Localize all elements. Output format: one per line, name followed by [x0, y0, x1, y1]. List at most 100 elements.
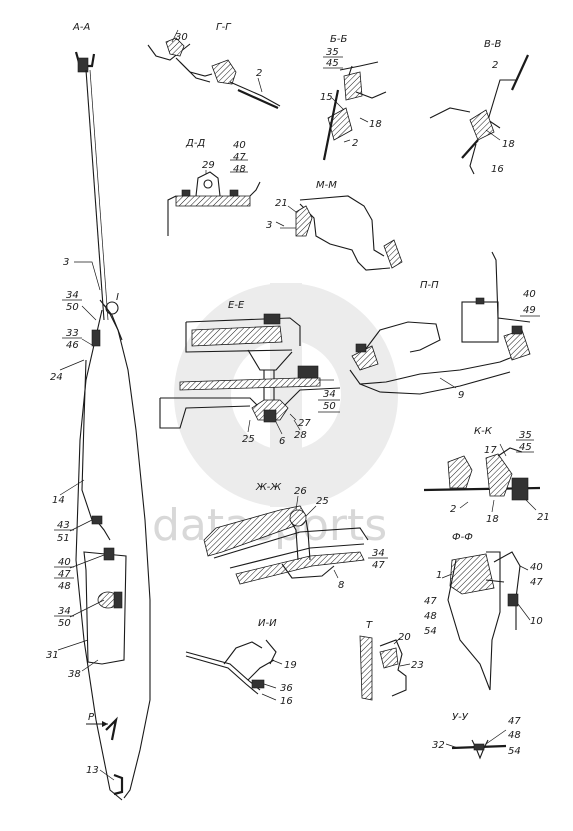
section-uu-label: У-У	[452, 712, 469, 723]
label-29: 29	[202, 160, 215, 171]
label-8: 8	[338, 580, 344, 591]
label-18: 18	[502, 139, 515, 150]
section-pp-label: П-П	[420, 280, 439, 291]
label-47: 47	[372, 560, 385, 571]
section-dd-label: Д-Д	[185, 138, 205, 149]
label-51: 51	[57, 533, 70, 544]
label-40: 40	[58, 557, 71, 568]
label-38: 38	[68, 669, 81, 680]
label-25: 25	[242, 434, 255, 445]
label-15: 15	[320, 92, 333, 103]
view-zhzh: Ж-Ж 26 25 34 47 8	[203, 482, 388, 591]
label-31: 31	[46, 650, 59, 661]
label-28: 28	[294, 430, 307, 441]
label-45: 45	[326, 58, 339, 69]
label-35: 35	[519, 430, 532, 441]
label-47: 47	[58, 569, 71, 580]
section-t-label: Т	[366, 620, 373, 631]
label-13: 13	[86, 765, 99, 776]
label-47: 47	[508, 716, 521, 727]
view-ff: Ф-Ф 1 40 47 47 48 54 10	[424, 532, 543, 691]
label-34: 34	[323, 389, 336, 400]
label-16: 16	[280, 696, 293, 707]
section-bb-label: Б-Б	[330, 34, 347, 45]
label-23: 23	[411, 660, 424, 671]
label-33: 33	[66, 328, 79, 339]
label-2: 2	[450, 504, 456, 515]
label-17: 17	[484, 445, 497, 456]
label-1: 1	[436, 570, 442, 581]
label-50b: 50	[58, 618, 71, 629]
label-3: 3	[266, 220, 272, 231]
section-gg-label: Г-Г	[216, 22, 232, 33]
section-kk-label: К-К	[474, 426, 493, 437]
view-dd: Д-Д 29 40 47 48	[167, 138, 261, 236]
label-50: 50	[323, 401, 336, 412]
label-35: 35	[326, 47, 339, 58]
section-zhzh-label: Ж-Ж	[255, 482, 282, 493]
view-pp: П-П 40 49 9	[349, 251, 540, 401]
label-40: 40	[530, 562, 543, 573]
view-bb: Б-Б 35 45 15 18 2	[320, 34, 387, 161]
label-40: 40	[233, 140, 246, 151]
label-47b: 47	[424, 596, 437, 607]
label-2: 2	[256, 68, 262, 79]
label-34b: 34	[58, 606, 71, 617]
label-47: 47	[530, 577, 543, 588]
view-kk: К-К 17 35 45 2 18 21	[423, 426, 550, 525]
label-48: 48	[233, 164, 246, 175]
view-uu: У-У 32 47 48 54	[432, 712, 521, 760]
label-40: 40	[523, 289, 536, 300]
label-43: 43	[57, 520, 70, 531]
label-2: 2	[492, 60, 498, 71]
label-54: 54	[424, 626, 437, 637]
label-32: 32	[432, 740, 445, 751]
label-27: 27	[298, 418, 311, 429]
label-3: 3	[63, 257, 69, 268]
section-ee-label: Е-Е	[228, 300, 245, 311]
label-10: 10	[530, 616, 543, 627]
view-ii: И-И 19 36 16	[185, 618, 297, 707]
label-45: 45	[519, 442, 532, 453]
section-aa-label: А-А	[72, 22, 90, 33]
label-34: 34	[66, 290, 79, 301]
label-54: 54	[508, 746, 521, 757]
label-30: 30	[175, 32, 188, 43]
label-roman-i: I	[116, 292, 119, 303]
label-14: 14	[52, 495, 65, 506]
label-20: 20	[398, 632, 411, 643]
section-vv-label: В-В	[484, 39, 501, 50]
label-48: 48	[424, 611, 437, 622]
label-24: 24	[50, 372, 63, 383]
label-48: 48	[58, 581, 71, 592]
label-34: 34	[372, 548, 385, 559]
label-18: 18	[369, 119, 382, 130]
label-26: 26	[294, 486, 307, 497]
view-t: Т 20 23	[359, 620, 424, 701]
label-50: 50	[66, 302, 79, 313]
view-vv: В-В 2 18 16	[429, 39, 530, 175]
view-gg: Г-Г 30 2	[147, 22, 281, 110]
label-9: 9	[458, 390, 464, 401]
label-21: 21	[537, 512, 550, 523]
label-2: 2	[352, 138, 358, 149]
view-mm: М-М 21 3	[266, 180, 403, 271]
label-25: 25	[316, 496, 329, 507]
view-aa: А-А	[46, 22, 151, 801]
label-arrow-p: Р	[88, 712, 95, 723]
label-21: 21	[275, 198, 288, 209]
label-49: 49	[523, 305, 536, 316]
label-18: 18	[486, 514, 499, 525]
label-6: 6	[279, 436, 285, 447]
label-19: 19	[284, 660, 297, 671]
label-47: 47	[233, 152, 246, 163]
label-48: 48	[508, 730, 521, 741]
label-46: 46	[66, 340, 79, 351]
label-16: 16	[491, 164, 504, 175]
section-ff-label: Ф-Ф	[452, 532, 473, 543]
view-ee: Е-Е 34 50 27 28 25 6	[159, 300, 341, 447]
section-mm-label: М-М	[316, 180, 337, 191]
label-36: 36	[280, 683, 293, 694]
section-ii-label: И-И	[258, 618, 277, 629]
